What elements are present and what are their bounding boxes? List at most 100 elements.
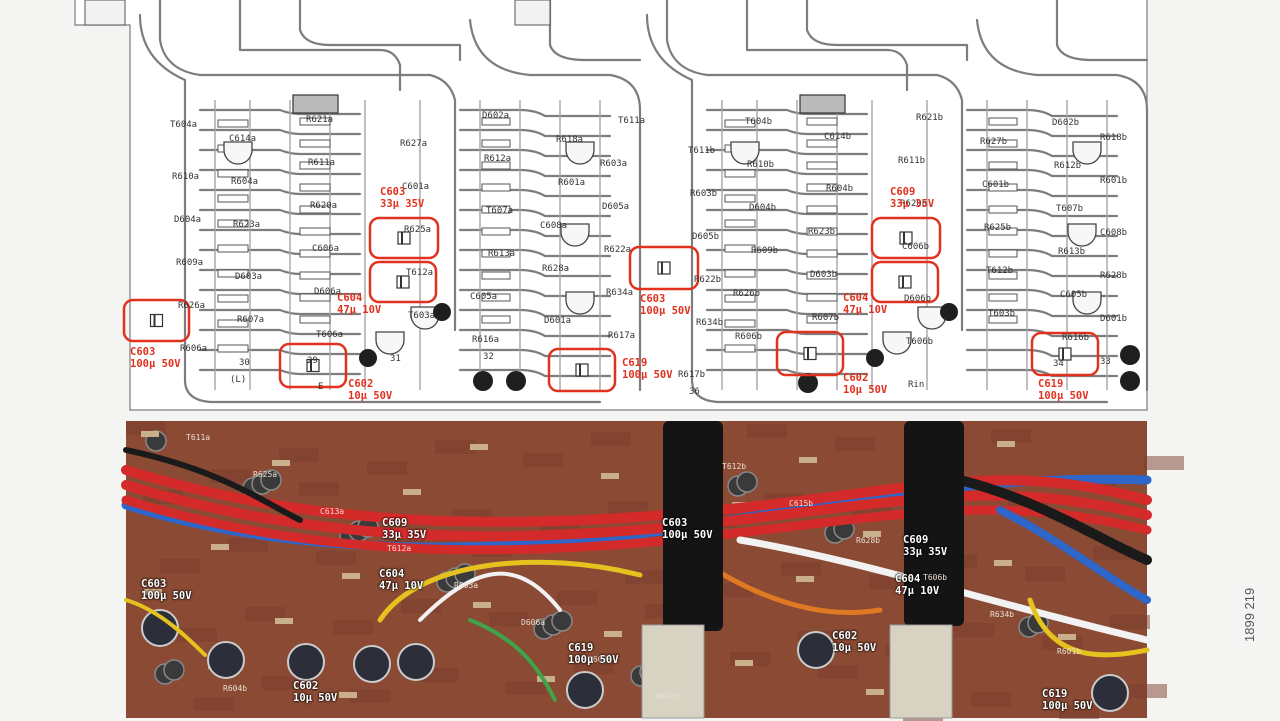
silkscreen-label: R621a xyxy=(306,115,334,125)
transistor xyxy=(1072,141,1102,165)
board-shade xyxy=(262,676,302,690)
resistor xyxy=(724,244,756,253)
silkscreen-label: D603b xyxy=(810,270,838,280)
resistor xyxy=(217,319,249,328)
wire-blue xyxy=(996,506,1151,604)
resistor xyxy=(724,119,756,128)
resistor-photo xyxy=(1058,634,1076,640)
resistor xyxy=(481,315,511,324)
photo-label-p-c604b: C604 47µ 10V xyxy=(895,573,940,597)
resistor xyxy=(988,183,1018,192)
silkscreen-label: R609b xyxy=(751,246,779,256)
transistor-package xyxy=(292,94,339,114)
resistor xyxy=(806,183,838,192)
silkscreen-label: R607b xyxy=(812,313,840,323)
trace xyxy=(468,18,642,392)
resistor xyxy=(988,139,1018,148)
board-shade xyxy=(1059,705,1099,719)
transistor xyxy=(1072,291,1102,315)
board-shade xyxy=(557,591,597,605)
silkscreen-label: D604b xyxy=(749,203,777,213)
silkscreen-label: T604a xyxy=(170,120,198,130)
silkscreen-label: R625a xyxy=(404,225,432,235)
wire-white xyxy=(418,571,562,622)
resistor xyxy=(481,227,511,236)
silkscreen-label: R621b xyxy=(916,113,944,123)
silkscreen-label: R613b xyxy=(1058,247,1086,257)
resistor xyxy=(299,117,331,126)
resistor xyxy=(724,169,756,178)
silkscreen-label: C606a xyxy=(312,244,340,254)
highlight-c603-c609a xyxy=(368,216,440,260)
resistor xyxy=(481,161,511,170)
wire-green xyxy=(468,618,557,702)
silkscreen-label: R612a xyxy=(484,154,512,164)
resistor xyxy=(217,244,249,253)
transistor xyxy=(730,141,760,165)
silkscreen-label: D602a xyxy=(482,111,510,121)
silkscreen-label: C601b xyxy=(982,180,1010,190)
silkscreen-label: R617a xyxy=(608,331,636,341)
silkscreen-label: R606a xyxy=(180,344,208,354)
highlight-label-c619b: C619 100µ 50V xyxy=(1038,378,1089,402)
highlight-label-c609b: C609 33µ 35V xyxy=(890,186,935,210)
board-shade xyxy=(818,665,858,679)
potentiometer-right xyxy=(889,624,953,719)
electrolytic-capacitor xyxy=(1091,674,1129,712)
silkscreen-label: R628a xyxy=(542,264,570,274)
highlight-label-c603a: C603 100µ 50V xyxy=(130,346,181,370)
silkscreen-label: C605a xyxy=(470,292,498,302)
resistor xyxy=(806,205,838,214)
resistor xyxy=(481,183,511,192)
resistor-photo xyxy=(604,631,622,637)
solder-pad xyxy=(433,303,451,321)
silkscreen-label: R610b xyxy=(747,160,775,170)
photo-label-p-c604a: C604 47µ 10V xyxy=(379,568,424,592)
silkscreen-label: T612b xyxy=(986,266,1014,276)
resistor xyxy=(299,249,331,258)
photo-label-p-c609a: C609 33µ 35V xyxy=(382,517,427,541)
terminal-pad xyxy=(1120,371,1140,391)
resistor xyxy=(724,319,756,328)
highlight-label-c603-c609a: C603 33µ 35V xyxy=(380,186,425,210)
board-print-label: R609b xyxy=(655,692,680,701)
silkscreen-label: T604b xyxy=(745,117,773,127)
electrolytic-capacitor xyxy=(353,645,391,683)
highlight-label-c604b: C604 47µ 10V xyxy=(843,292,888,316)
resistor-photo xyxy=(997,441,1015,447)
silkscreen-label: 33 xyxy=(1100,357,1111,367)
connector xyxy=(84,0,126,26)
resistor xyxy=(217,194,249,203)
resistor-photo xyxy=(339,692,357,698)
resistor-photo xyxy=(537,676,555,682)
highlight-box xyxy=(122,298,191,343)
board-print-label: R625a xyxy=(253,470,278,479)
resistor-photo xyxy=(473,602,491,608)
board-print-label: D606a xyxy=(521,618,546,627)
highlight-box xyxy=(628,245,700,291)
silkscreen-label: R620b xyxy=(900,199,928,209)
silkscreen-label: D601a xyxy=(544,316,572,326)
resistor xyxy=(299,293,331,302)
highlight-label-c619a: C619 100µ 50V xyxy=(622,357,673,381)
board-shade xyxy=(1144,456,1184,470)
board-print-label: R604b xyxy=(223,684,248,693)
silkscreen-label: T603a xyxy=(408,311,436,321)
board-print-label: T612a xyxy=(387,544,412,553)
silkscreen-label: C614a xyxy=(229,134,257,144)
document-number: 1899 219 xyxy=(1242,587,1257,642)
silkscreen-label: D604a xyxy=(174,215,202,225)
board-shade xyxy=(299,482,339,496)
board-shade xyxy=(835,437,875,451)
wire-yellow xyxy=(124,598,207,657)
transistor xyxy=(560,223,590,247)
resistor xyxy=(988,315,1018,324)
photo-label-p-c603a: C603 100µ 50V xyxy=(141,578,192,602)
highlight-box xyxy=(775,330,845,377)
resistor-photo xyxy=(866,689,884,695)
silkscreen-label: R603b xyxy=(690,189,718,199)
channel-b xyxy=(514,0,1149,404)
silkscreen-label: R622a xyxy=(604,245,632,255)
board-shade xyxy=(1025,567,1065,581)
